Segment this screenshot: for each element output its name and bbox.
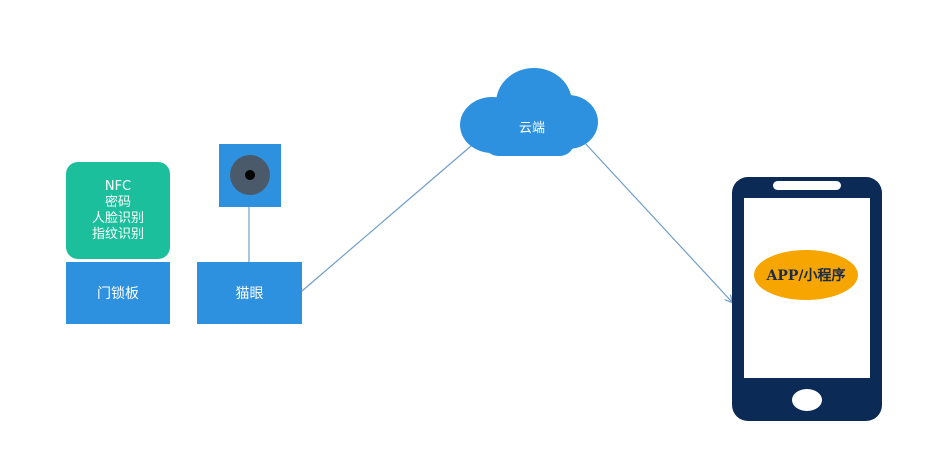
lock-board-box: 门锁板 [66, 262, 170, 324]
arrow-cloud-to-phone [583, 141, 732, 302]
auth-fingerprint: 指纹识别 [91, 226, 144, 242]
cloud-icon [460, 68, 598, 156]
camera-pupil [245, 170, 255, 180]
app-label: APP/小程序 [766, 268, 846, 284]
cloud-label: 云端 [518, 121, 545, 136]
arrow-peephole-to-cloud [301, 140, 478, 292]
peephole-box: 猫眼 [197, 262, 302, 324]
auth-face-recognition: 人脸识别 [91, 210, 144, 226]
camera-lens [230, 155, 270, 195]
auth-methods-panel: NFC 密码 人脸识别 指纹识别 [66, 162, 170, 259]
lock-board-label: 门锁板 [97, 286, 139, 302]
camera-icon [219, 144, 281, 207]
peephole-label: 猫眼 [235, 286, 264, 302]
smartphone-icon [732, 177, 882, 421]
auth-nfc: NFC [104, 178, 132, 194]
auth-password: 密码 [104, 194, 131, 210]
